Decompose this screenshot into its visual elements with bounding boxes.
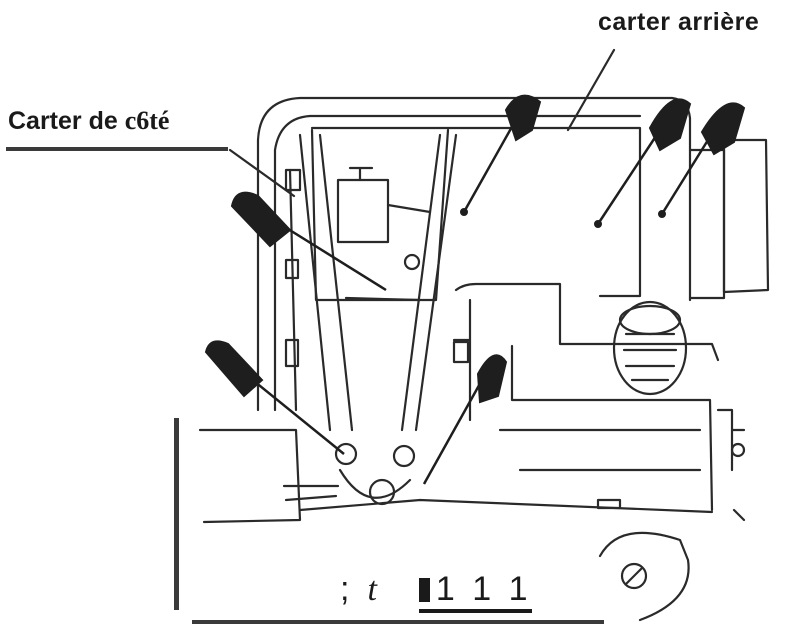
bed-front: [510, 344, 714, 512]
oil-arrow-6: [660, 102, 746, 215]
oil-arrow-2: [230, 191, 387, 292]
bottom-rule: [192, 620, 604, 624]
side-cover-label-prefix: Carter de: [8, 107, 125, 135]
needle-housing: [310, 128, 450, 302]
machine-arm-inner: [273, 114, 642, 412]
side-cover: [288, 168, 298, 412]
oil-arrow-1: [462, 94, 542, 213]
side-cover-underline: [6, 147, 228, 151]
leader-side-cover: [228, 148, 296, 198]
block-mark: [418, 578, 430, 602]
left-vertical-rule: [174, 418, 179, 610]
leader-rear-cover: [566, 48, 616, 132]
bottom-t: t: [367, 571, 377, 608]
oil-arrow-3: [204, 340, 345, 455]
right-panel: [722, 138, 770, 294]
bottom-semicolon: ;: [340, 570, 350, 608]
tension-unit: [336, 178, 390, 244]
cloth-plate: [198, 428, 302, 524]
rear-cover-plate: [310, 126, 642, 298]
rear-cover-label: carter arrière: [598, 8, 760, 36]
bottom-digits: 1 1 1: [435, 570, 532, 608]
right-panel-strip: [688, 148, 726, 300]
base-arm: [598, 531, 690, 622]
side-cover-label: Carter de c6té: [8, 106, 169, 136]
oil-arrow-4: [422, 354, 508, 485]
bed-upper: [454, 282, 720, 362]
oil-arrow-5: [596, 98, 692, 225]
side-cover-label-word: c6té: [124, 106, 170, 135]
handwheel: [612, 300, 688, 396]
bottom-digits-group: 1 1 1: [418, 570, 532, 613]
bottom-code-text: ; t 1 1 1: [340, 570, 532, 613]
